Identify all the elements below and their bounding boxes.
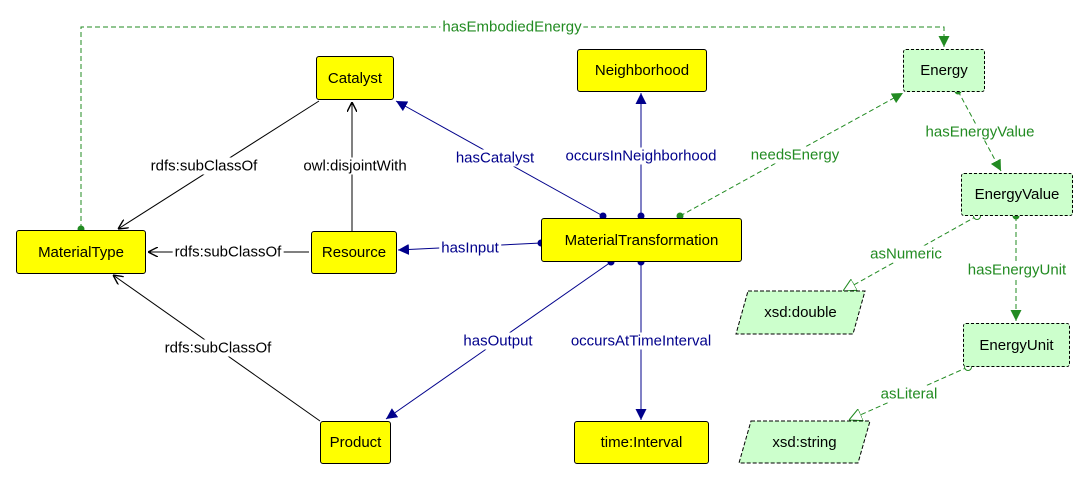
edge-dot <box>637 212 645 220</box>
xsd-string-shape <box>738 420 871 464</box>
node-material-type: MaterialType <box>16 230 146 274</box>
node-product: Product <box>320 421 391 464</box>
label-subclass-resource: rdfs:subClassOf <box>172 243 284 261</box>
edge-has-energy-value <box>957 90 1002 172</box>
label-as-numeric: asNumeric <box>868 245 944 263</box>
label-has-catalyst: hasCatalyst <box>453 149 537 167</box>
node-time-interval: time:Interval <box>574 421 709 464</box>
label-as-literal: asLiteral <box>878 385 940 403</box>
edge-dot <box>599 212 607 220</box>
node-material-transformation: MaterialTransformation <box>541 218 742 262</box>
xsd-double-shape <box>735 290 866 335</box>
label-needs-energy: needsEnergy <box>748 146 842 164</box>
node-energy-unit: EnergyUnit <box>963 323 1070 367</box>
edge-needs-energy <box>679 92 904 217</box>
node-energy: Energy <box>903 49 985 92</box>
node-neighborhood: Neighborhood <box>577 49 707 92</box>
label-subclass-product: rdfs:subClassOf <box>162 339 274 357</box>
node-catalyst: Catalyst <box>316 56 394 100</box>
edge-has-embodied-energy <box>80 26 950 229</box>
label-occurs-in-neighborhood: occursInNeighborhood <box>563 147 719 165</box>
label-has-input: hasInput <box>439 239 501 257</box>
node-xsd-string: xsd:string <box>772 433 837 451</box>
label-occurs-at-time-interval: occursAtTimeInterval <box>568 332 714 350</box>
label-subclass-catalyst: rdfs:subClassOf <box>148 157 260 175</box>
edge-dot <box>676 212 684 220</box>
node-energy-value: EnergyValue <box>961 173 1073 216</box>
label-has-energy-unit: hasEnergyUnit <box>965 261 1069 279</box>
label-has-energy-value: hasEnergyValue <box>923 123 1037 141</box>
node-resource: Resource <box>311 231 397 274</box>
node-xsd-double: xsd:double <box>764 304 837 321</box>
label-has-output: hasOutput <box>461 332 535 350</box>
label-disjoint-with: owl:disjointWith <box>301 157 409 175</box>
label-has-embodied-energy: hasEmbodiedEnergy <box>440 18 584 36</box>
